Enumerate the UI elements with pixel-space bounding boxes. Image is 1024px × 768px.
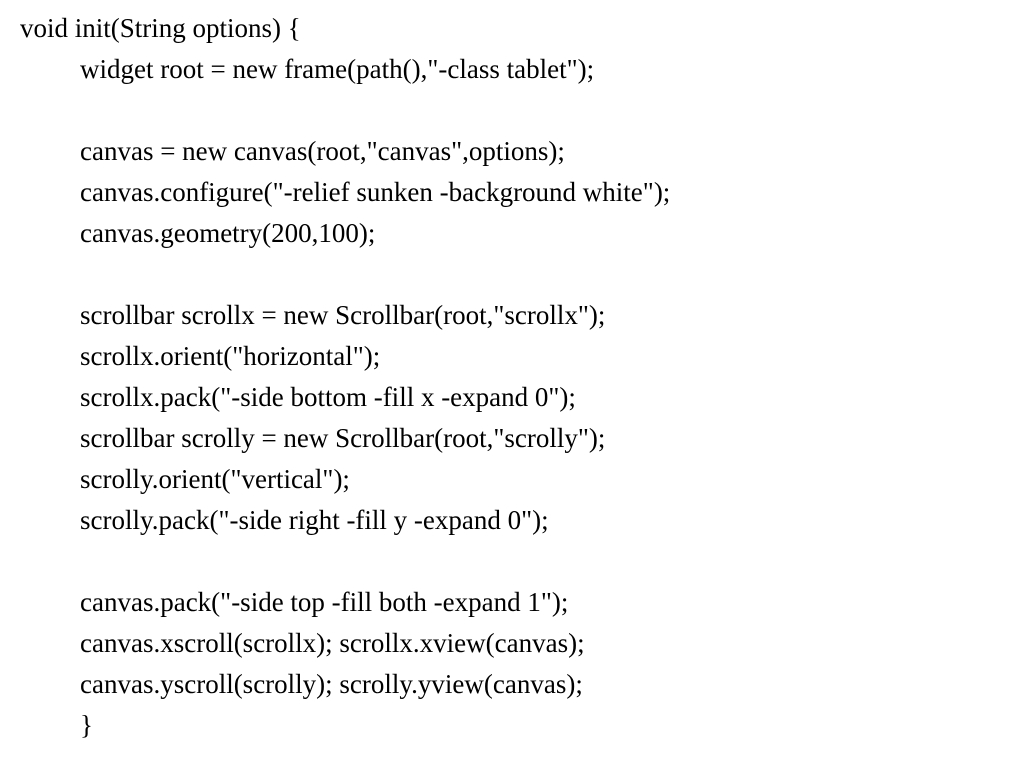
code-line-scrollx-create: scrollbar scrollx = new Scrollbar(root,"… — [80, 300, 606, 330]
code-line-canvas-yscroll: canvas.yscroll(scrolly); scrolly.yview(c… — [80, 669, 583, 699]
code-line-scrollx-pack: scrollx.pack("-side bottom -fill x -expa… — [80, 382, 576, 412]
code-line-canvas-pack: canvas.pack("-side top -fill both -expan… — [80, 587, 569, 617]
code-line-scrollx-orient: scrollx.orient("horizontal"); — [80, 341, 381, 371]
code-line-scrolly-pack: scrolly.pack("-side right -fill y -expan… — [80, 505, 549, 535]
code-line-canvas-configure: canvas.configure("-relief sunken -backgr… — [80, 177, 671, 207]
code-line-canvas-xscroll: canvas.xscroll(scrollx); scrollx.xview(c… — [80, 628, 585, 658]
code-line-canvas-create: canvas = new canvas(root,"canvas",option… — [80, 136, 565, 166]
code-line-root-frame: widget root = new frame(path(),"-class t… — [80, 54, 595, 84]
code-line-canvas-geometry: canvas.geometry(200,100); — [80, 218, 376, 248]
code-line-scrolly-orient: scrolly.orient("vertical"); — [80, 464, 350, 494]
code-line-scrolly-create: scrollbar scrolly = new Scrollbar(root,"… — [80, 423, 606, 453]
code-line-closing-brace: } — [80, 710, 93, 740]
code-line-function-signature: void init(String options) { — [20, 13, 301, 43]
